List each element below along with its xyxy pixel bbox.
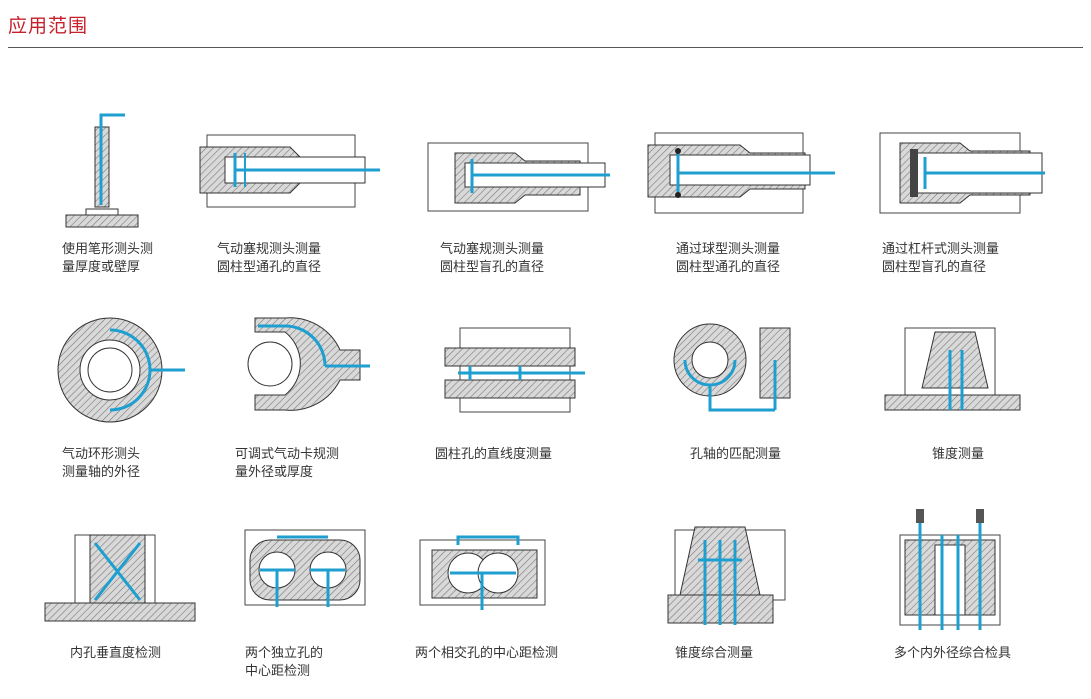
app-item-lever-probe: 通过杠杆式测头测量圆柱型盲孔的直径 bbox=[870, 105, 1070, 285]
app-item-ball-probe-through: 通过球型测头测量圆柱型通孔的直径 bbox=[640, 105, 840, 285]
app-item-hole-shaft: 孔轴的匹配测量 bbox=[665, 310, 825, 490]
caption: 内孔垂直度检测 bbox=[70, 646, 162, 661]
app-item-intersecting-holes: 两个相交孔的中心距检测 bbox=[410, 515, 590, 695]
plug-gauge-through-hole-icon bbox=[199, 134, 380, 208]
app-item-combined-taper: 锥度综合测量 bbox=[660, 515, 820, 695]
combined-taper-measurement-icon bbox=[667, 526, 786, 625]
caption: 通过杠杆式测头测量圆柱型盲孔的直径 bbox=[882, 242, 1000, 275]
two-intersecting-holes-distance-icon bbox=[419, 535, 546, 610]
plug-gauge-blind-hole-icon bbox=[427, 142, 610, 212]
lever-probe-blind-hole-icon bbox=[879, 132, 1045, 214]
app-item-pen-probe: 使用笔形测头测量厚度或壁厚 bbox=[50, 105, 180, 285]
caption: 孔轴的匹配测量 bbox=[690, 447, 782, 462]
caption: 气动环形测头测量轴的外径 bbox=[62, 447, 141, 480]
caption: 气动塞规测头测量圆柱型盲孔的直径 bbox=[440, 242, 545, 275]
page-title: 应用范围 bbox=[8, 15, 89, 37]
caption: 使用笔形测头测量厚度或壁厚 bbox=[62, 242, 154, 275]
pen-probe-thickness-icon bbox=[65, 113, 139, 228]
adjustable-snap-gauge-icon bbox=[247, 317, 370, 411]
app-item-taper: 锥度测量 bbox=[880, 310, 1040, 490]
bore-straightness-icon bbox=[444, 327, 585, 413]
caption: 通过球型测头测量圆柱型通孔的直径 bbox=[676, 242, 781, 275]
caption: 可调式气动卡规测量外径或厚度 bbox=[235, 447, 340, 480]
two-separate-holes-distance-icon bbox=[244, 529, 366, 607]
app-item-snap-gauge: 可调式气动卡规测量外径或厚度 bbox=[230, 310, 390, 490]
app-item-plug-gauge-blind: 气动塞规测头测量圆柱型盲孔的直径 bbox=[420, 105, 620, 285]
caption: 两个独立孔的中心距检测 bbox=[245, 646, 324, 679]
hole-shaft-matching-icon bbox=[673, 323, 791, 412]
bore-perpendicularity-icon bbox=[44, 534, 196, 622]
caption: 圆柱孔的直线度测量 bbox=[435, 447, 553, 462]
app-item-perpendicularity: 内孔垂直度检测 bbox=[40, 515, 200, 695]
app-item-ring-probe: 气动环形测头测量轴的外径 bbox=[50, 310, 200, 490]
caption: 锥度测量 bbox=[932, 447, 985, 462]
taper-measurement-icon bbox=[884, 327, 1021, 411]
caption: 多个内外径综合检具 bbox=[894, 646, 1012, 661]
caption: 气动塞规测头测量圆柱型通孔的直径 bbox=[217, 242, 322, 275]
app-item-two-separate-holes: 两个独立孔的中心距检测 bbox=[240, 515, 380, 695]
app-item-multi-diameter: 多个内外径综合检具 bbox=[880, 505, 1060, 695]
caption: 两个相交孔的中心距检测 bbox=[415, 646, 559, 661]
app-item-plug-gauge-through: 气动塞规测头测量圆柱型通孔的直径 bbox=[185, 105, 385, 285]
ring-probe-shaft-od-icon bbox=[57, 317, 185, 423]
multi-diameter-fixture-icon bbox=[899, 509, 1001, 630]
title-divider bbox=[8, 47, 1083, 48]
caption: 锥度综合测量 bbox=[675, 646, 754, 661]
app-item-bore-straightness: 圆柱孔的直线度测量 bbox=[430, 310, 610, 490]
ball-probe-through-hole-icon bbox=[647, 132, 835, 214]
